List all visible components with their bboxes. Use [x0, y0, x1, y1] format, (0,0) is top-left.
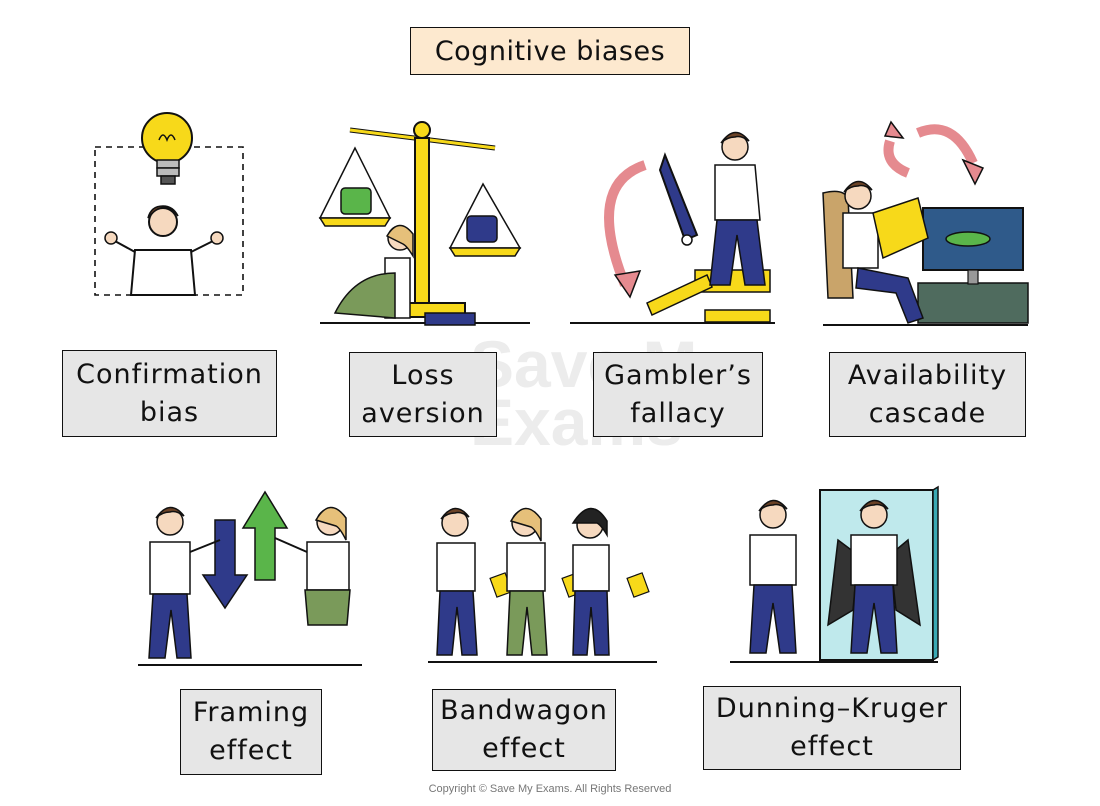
bias-label-loss-aversion: Loss aversion	[349, 352, 497, 437]
bias-label-bandwagon-effect: Bandwagon effect	[432, 689, 616, 771]
bias-label-dunning-kruger: Dunning–Kruger effect	[703, 686, 961, 770]
tv-ufo-icon	[822, 120, 1029, 326]
page-title: Cognitive biases	[410, 27, 690, 75]
gambler-lever-icon	[570, 131, 775, 324]
crowd-following-icon	[428, 507, 657, 663]
bias-label-gamblers-fallacy: Gambler’s fallacy	[593, 352, 763, 437]
balance-scale-icon	[318, 121, 530, 326]
mirror-superhero-icon	[730, 485, 939, 663]
bias-label-availability-cascade: Availability cascade	[829, 352, 1026, 437]
up-down-arrows-icon	[138, 490, 362, 666]
bias-label-framing-effect: Framing effect	[180, 689, 322, 775]
lightbulb-thinker-icon	[94, 112, 244, 296]
copyright-notice: Copyright © Save My Exams. All Rights Re…	[428, 783, 672, 795]
bias-label-confirmation: Confirmation bias	[62, 350, 277, 437]
